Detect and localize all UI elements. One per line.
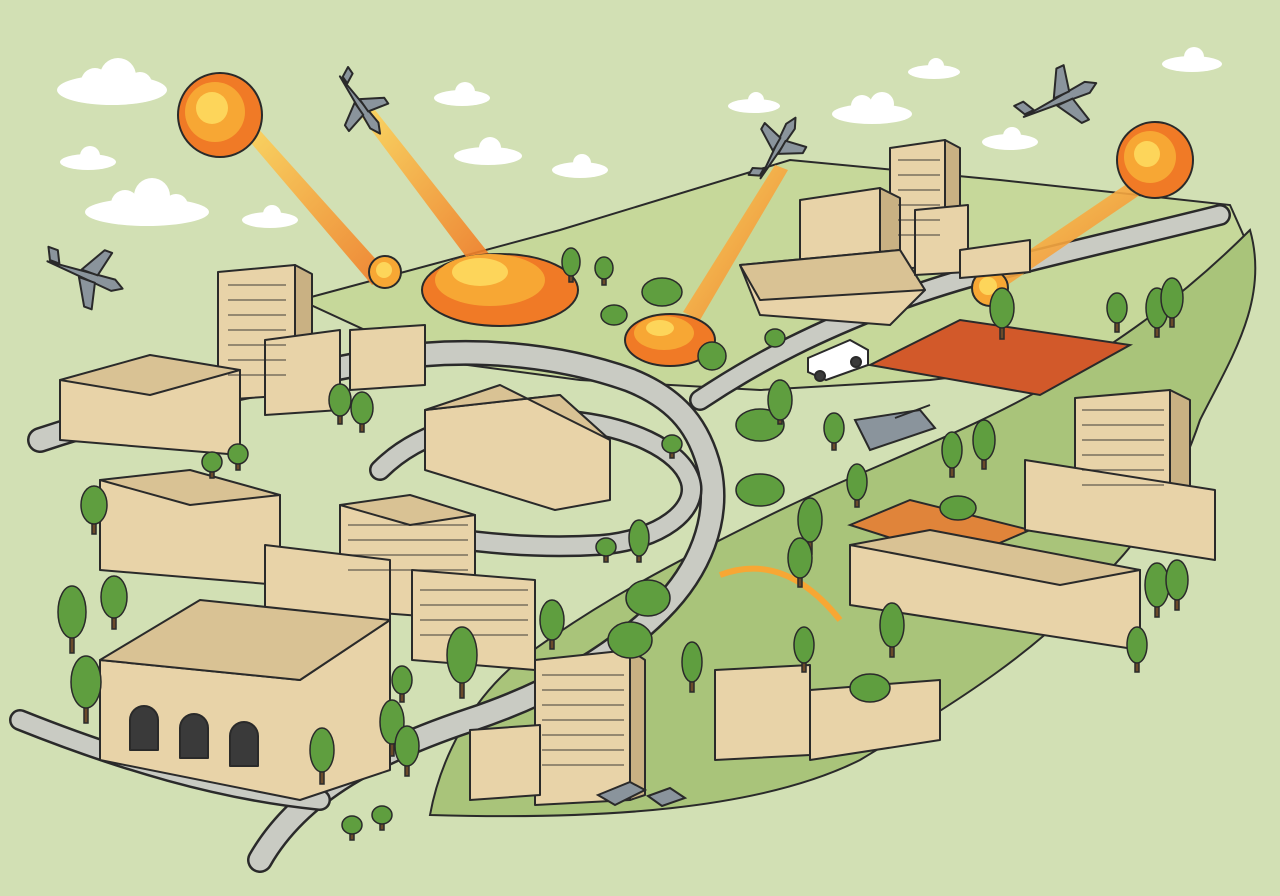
tree-icon — [100, 575, 128, 630]
tree-icon — [350, 391, 374, 433]
building — [849, 529, 1141, 651]
building — [739, 249, 926, 326]
tree-icon — [641, 277, 683, 307]
cloud — [908, 58, 960, 79]
tree-icon — [539, 599, 565, 650]
tree-icon — [57, 585, 87, 654]
vehicles — [595, 338, 937, 808]
tree-icon — [595, 537, 617, 563]
tree-icon — [201, 451, 223, 479]
cloud — [85, 178, 209, 226]
missile-trail — [240, 125, 390, 285]
cloud — [728, 92, 780, 113]
explosion-icon — [368, 255, 402, 289]
building — [809, 679, 941, 761]
tree-icon — [767, 379, 793, 425]
missile-trail — [360, 110, 490, 262]
buildings — [59, 139, 1216, 806]
tree-icon — [607, 621, 653, 659]
tree-icon — [1165, 559, 1189, 611]
missile-trail — [718, 565, 843, 622]
cloud — [552, 154, 608, 178]
clouds — [57, 47, 1222, 228]
tree-icon — [879, 602, 905, 658]
tank-icon — [853, 404, 937, 452]
tree-icon — [735, 473, 785, 507]
building — [349, 324, 426, 391]
tree-icon — [849, 673, 891, 703]
tree-icon — [1106, 292, 1128, 333]
tree-icon — [972, 419, 996, 470]
tree-icon — [394, 725, 420, 777]
tree-icon — [1126, 626, 1148, 673]
cloud — [1162, 47, 1222, 72]
tree-icon — [989, 287, 1015, 340]
tree-icon — [371, 805, 393, 831]
fighter-jet-icon — [747, 116, 808, 180]
missile-trails — [240, 110, 1150, 622]
jets — [46, 64, 1098, 311]
building — [1024, 459, 1216, 561]
explosion-icon — [421, 253, 579, 327]
tree-icon — [446, 626, 478, 699]
tree-icon — [594, 256, 614, 286]
tree-icon — [227, 443, 249, 471]
tree-icon — [600, 304, 628, 326]
tree-icon — [941, 431, 963, 478]
trees — [57, 247, 1189, 841]
tree-icon — [628, 519, 650, 563]
tree-icon — [764, 328, 786, 348]
building — [59, 354, 241, 456]
tree-icon — [793, 626, 815, 673]
cloud — [242, 205, 298, 228]
tree-icon — [823, 412, 845, 451]
cloud — [57, 58, 167, 105]
rubble-site — [866, 318, 1134, 397]
fighter-jet-icon — [1013, 64, 1098, 124]
tree-icon — [70, 655, 102, 724]
missile-trail — [683, 165, 788, 320]
building — [959, 239, 1031, 279]
tree-icon — [939, 495, 977, 521]
fighter-jet-icon — [338, 65, 390, 135]
explosion-icon — [1116, 121, 1194, 199]
tree-icon — [661, 434, 683, 459]
tree-icon — [735, 408, 785, 442]
tree-icon — [561, 247, 581, 283]
tree-icon — [846, 463, 868, 508]
building — [714, 664, 811, 761]
tree-icon — [80, 485, 108, 535]
fighter-jet-icon — [46, 245, 124, 311]
explosions — [177, 72, 1194, 367]
palace-building — [424, 384, 611, 511]
tree-icon — [309, 727, 335, 785]
building — [469, 724, 541, 801]
car-icon — [645, 786, 688, 808]
cloud — [454, 137, 522, 165]
tree-icon — [787, 537, 813, 588]
explosion-icon — [624, 313, 716, 367]
explosion-icon — [177, 72, 263, 158]
building — [534, 649, 646, 806]
cloud — [832, 92, 912, 124]
tree-icon — [328, 383, 352, 425]
tree-icon — [697, 341, 727, 371]
car-icon — [595, 780, 648, 807]
building — [99, 469, 281, 586]
cloud — [434, 82, 490, 106]
tree-icon — [1160, 277, 1184, 328]
tree-icon — [681, 641, 703, 693]
cloud — [60, 146, 116, 170]
white-van-icon — [807, 338, 869, 382]
tree-icon — [341, 815, 363, 841]
tree-icon — [391, 665, 413, 703]
cloud — [982, 127, 1038, 150]
tree-icon — [625, 579, 671, 617]
window-grid — [228, 159, 1164, 766]
